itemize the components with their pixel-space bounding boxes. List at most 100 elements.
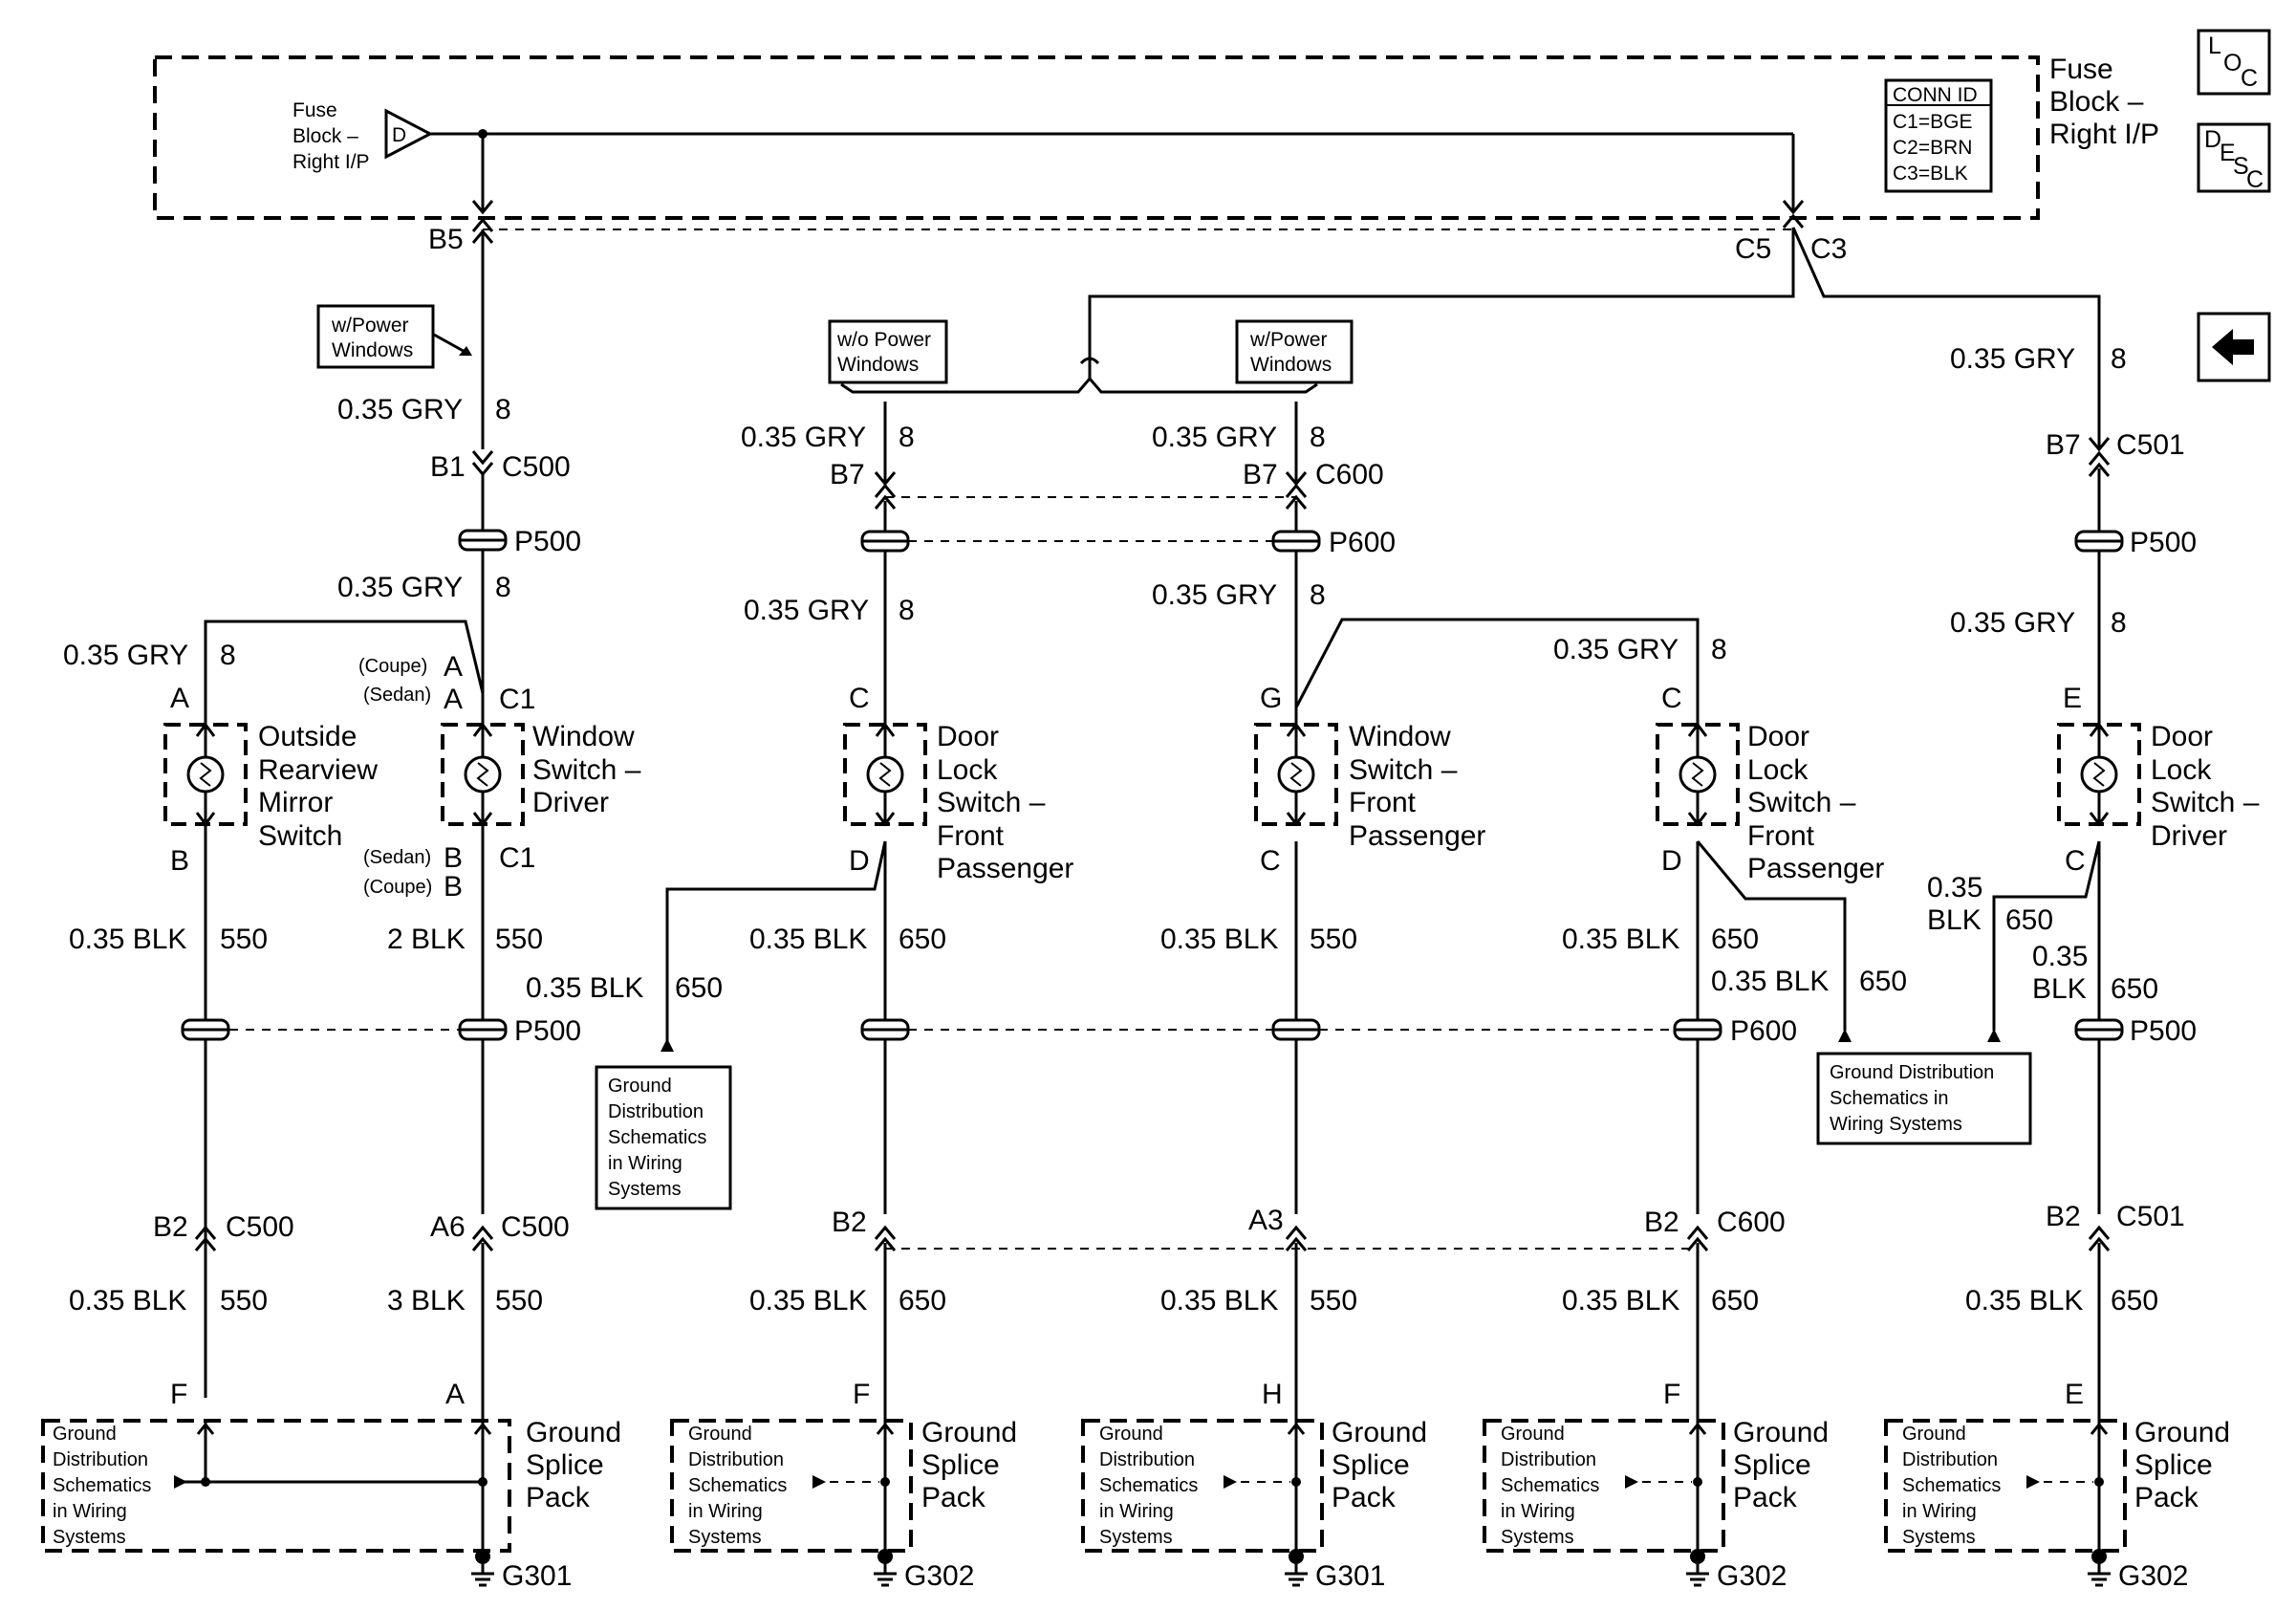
svg-text:G: G bbox=[1260, 683, 1282, 714]
svg-text:0.35 GRY: 0.35 GRY bbox=[741, 422, 866, 453]
svg-text:0.35 BLK: 0.35 BLK bbox=[1711, 966, 1829, 997]
splice-p500-4: P500 bbox=[2130, 1015, 2197, 1047]
svg-text:8: 8 bbox=[899, 595, 915, 626]
svg-text:w/o Power: w/o Power bbox=[836, 329, 931, 351]
svg-text:CONN ID: CONN ID bbox=[1893, 84, 1978, 106]
svg-text:Door: Door bbox=[937, 721, 999, 752]
svg-text:0.35 GRY: 0.35 GRY bbox=[744, 595, 869, 626]
svg-text:w/Power: w/Power bbox=[1249, 329, 1328, 351]
ground-splice-pack-1 bbox=[41, 1419, 511, 1553]
svg-text:F: F bbox=[170, 1379, 187, 1410]
svg-text:Lock: Lock bbox=[937, 754, 998, 786]
pin-b5: B5 bbox=[428, 224, 464, 255]
svg-text:8: 8 bbox=[1711, 634, 1727, 665]
svg-text:H: H bbox=[1262, 1379, 1283, 1410]
svg-text:C501: C501 bbox=[2116, 429, 2185, 461]
svg-text:550: 550 bbox=[495, 924, 543, 955]
svg-text:0.35 BLK: 0.35 BLK bbox=[69, 1285, 186, 1316]
svg-text:Front: Front bbox=[1349, 787, 1417, 818]
splice-p500-2: P500 bbox=[514, 1015, 581, 1047]
svg-text:B2: B2 bbox=[1644, 1207, 1679, 1238]
svg-text:Systems: Systems bbox=[1099, 1527, 1173, 1548]
svg-text:D: D bbox=[2204, 126, 2221, 153]
ground-g302-2: G302 bbox=[1717, 1560, 1787, 1592]
window-switch-front-passenger bbox=[1254, 723, 1338, 826]
svg-text:0.35 BLK: 0.35 BLK bbox=[1562, 1285, 1679, 1316]
svg-text:Pack: Pack bbox=[2134, 1482, 2199, 1513]
svg-text:B7: B7 bbox=[2046, 429, 2081, 461]
ground-g301-2: G301 bbox=[1315, 1560, 1385, 1592]
door-lock-switch-fp-1-label: Door Lock Switch – Front Passenger bbox=[937, 721, 1073, 884]
fuse-source-symbol: D bbox=[384, 108, 434, 160]
svg-text:0.35 GRY: 0.35 GRY bbox=[1152, 579, 1277, 611]
svg-text:Passenger: Passenger bbox=[1747, 853, 1884, 884]
svg-text:(Sedan): (Sedan) bbox=[363, 685, 431, 706]
svg-text:0.35 BLK: 0.35 BLK bbox=[749, 1285, 867, 1316]
ground-splice-pack-4 bbox=[1483, 1419, 1725, 1553]
ground-splice-pack-3 bbox=[1081, 1419, 1324, 1553]
svg-text:Systems: Systems bbox=[1902, 1527, 1976, 1548]
splice-p600-1: P600 bbox=[1329, 527, 1396, 558]
svg-text:0.35 GRY: 0.35 GRY bbox=[337, 572, 463, 603]
svg-text:8: 8 bbox=[495, 572, 511, 603]
back-arrow-button[interactable] bbox=[2197, 312, 2271, 382]
ground-ref-pack-1: Ground Distribution Schematics in Wiring… bbox=[53, 1424, 151, 1548]
svg-text:D: D bbox=[1661, 845, 1682, 877]
svg-text:0.35: 0.35 bbox=[2032, 941, 2088, 972]
ground-splice-pack-4-label: Ground Splice Pack bbox=[1733, 1417, 1829, 1513]
door-lock-switch-front-passenger-1 bbox=[843, 723, 927, 826]
fuse-source-label: Fuse Block – Right I/P bbox=[292, 99, 370, 173]
svg-text:550: 550 bbox=[1310, 924, 1357, 955]
svg-text:650: 650 bbox=[2111, 1285, 2158, 1316]
location-button[interactable]: L O C bbox=[2197, 29, 2271, 96]
svg-text:Pack: Pack bbox=[526, 1482, 591, 1513]
svg-text:C: C bbox=[1661, 683, 1682, 714]
svg-text:in Wiring: in Wiring bbox=[1501, 1501, 1575, 1522]
svg-text:0.35 GRY: 0.35 GRY bbox=[63, 640, 188, 671]
svg-text:in Wiring: in Wiring bbox=[53, 1501, 127, 1522]
svg-text:Right I/P: Right I/P bbox=[2049, 119, 2159, 150]
svg-text:Front: Front bbox=[937, 820, 1005, 852]
svg-text:2 BLK: 2 BLK bbox=[387, 924, 466, 955]
svg-text:650: 650 bbox=[1711, 924, 1759, 955]
svg-text:A: A bbox=[445, 1379, 465, 1410]
svg-text:Switch –: Switch – bbox=[2151, 787, 2260, 818]
svg-text:Splice: Splice bbox=[921, 1449, 1000, 1481]
svg-text:Switch –: Switch – bbox=[937, 787, 1046, 818]
pin-c3: C3 bbox=[1810, 233, 1847, 265]
svg-text:C: C bbox=[2065, 845, 2086, 877]
svg-text:C500: C500 bbox=[226, 1211, 294, 1243]
svg-text:0.35 GRY: 0.35 GRY bbox=[1553, 634, 1679, 665]
svg-text:B7: B7 bbox=[830, 459, 865, 490]
svg-text:Right I/P: Right I/P bbox=[292, 151, 370, 173]
svg-text:C600: C600 bbox=[1315, 459, 1384, 490]
svg-text:Ground: Ground bbox=[688, 1424, 752, 1445]
svg-text:Ground: Ground bbox=[1501, 1424, 1565, 1445]
ground-ref-pack-5: Ground Distribution Schematics in Wiring… bbox=[1902, 1424, 2001, 1548]
svg-text:Window: Window bbox=[1349, 721, 1451, 752]
svg-text:Distribution: Distribution bbox=[688, 1449, 784, 1470]
fuse-block-title: Fuse Block – Right I/P bbox=[2049, 54, 2159, 150]
ground-g302-1: G302 bbox=[904, 1560, 974, 1592]
door-lock-switch-fp-2-label: Door Lock Switch – Front Passenger bbox=[1747, 721, 1884, 884]
ground-splice-pack-3-label: Ground Splice Pack bbox=[1332, 1417, 1427, 1513]
window-switch-fp-label: Window Switch – Front Passenger bbox=[1349, 721, 1485, 852]
svg-text:0.35: 0.35 bbox=[1927, 872, 1982, 903]
svg-text:Driver: Driver bbox=[2151, 820, 2227, 852]
svg-text:Fuse: Fuse bbox=[2049, 54, 2113, 85]
svg-text:0.35 BLK: 0.35 BLK bbox=[1965, 1285, 2083, 1316]
splice-p500-3: P500 bbox=[2130, 527, 2197, 558]
svg-text:Outside: Outside bbox=[258, 721, 357, 752]
description-button[interactable]: D E S C bbox=[2197, 122, 2271, 193]
ground-splice-pack-5 bbox=[1884, 1419, 2127, 1553]
svg-text:Ground: Ground bbox=[921, 1417, 1017, 1448]
svg-text:in Wiring: in Wiring bbox=[1099, 1501, 1174, 1522]
ground-splice-pack-2 bbox=[670, 1419, 913, 1553]
ground-ref-box-left: Ground Distribution Schematics in Wiring… bbox=[595, 1065, 732, 1210]
svg-text:Splice: Splice bbox=[1733, 1449, 1811, 1481]
svg-text:Block –: Block – bbox=[2049, 86, 2144, 118]
svg-text:0.35 GRY: 0.35 GRY bbox=[1950, 343, 2075, 375]
ground-ref-box-right: Ground Distribution Schematics in Wiring… bbox=[1816, 1052, 2032, 1145]
svg-text:C: C bbox=[2241, 65, 2258, 92]
